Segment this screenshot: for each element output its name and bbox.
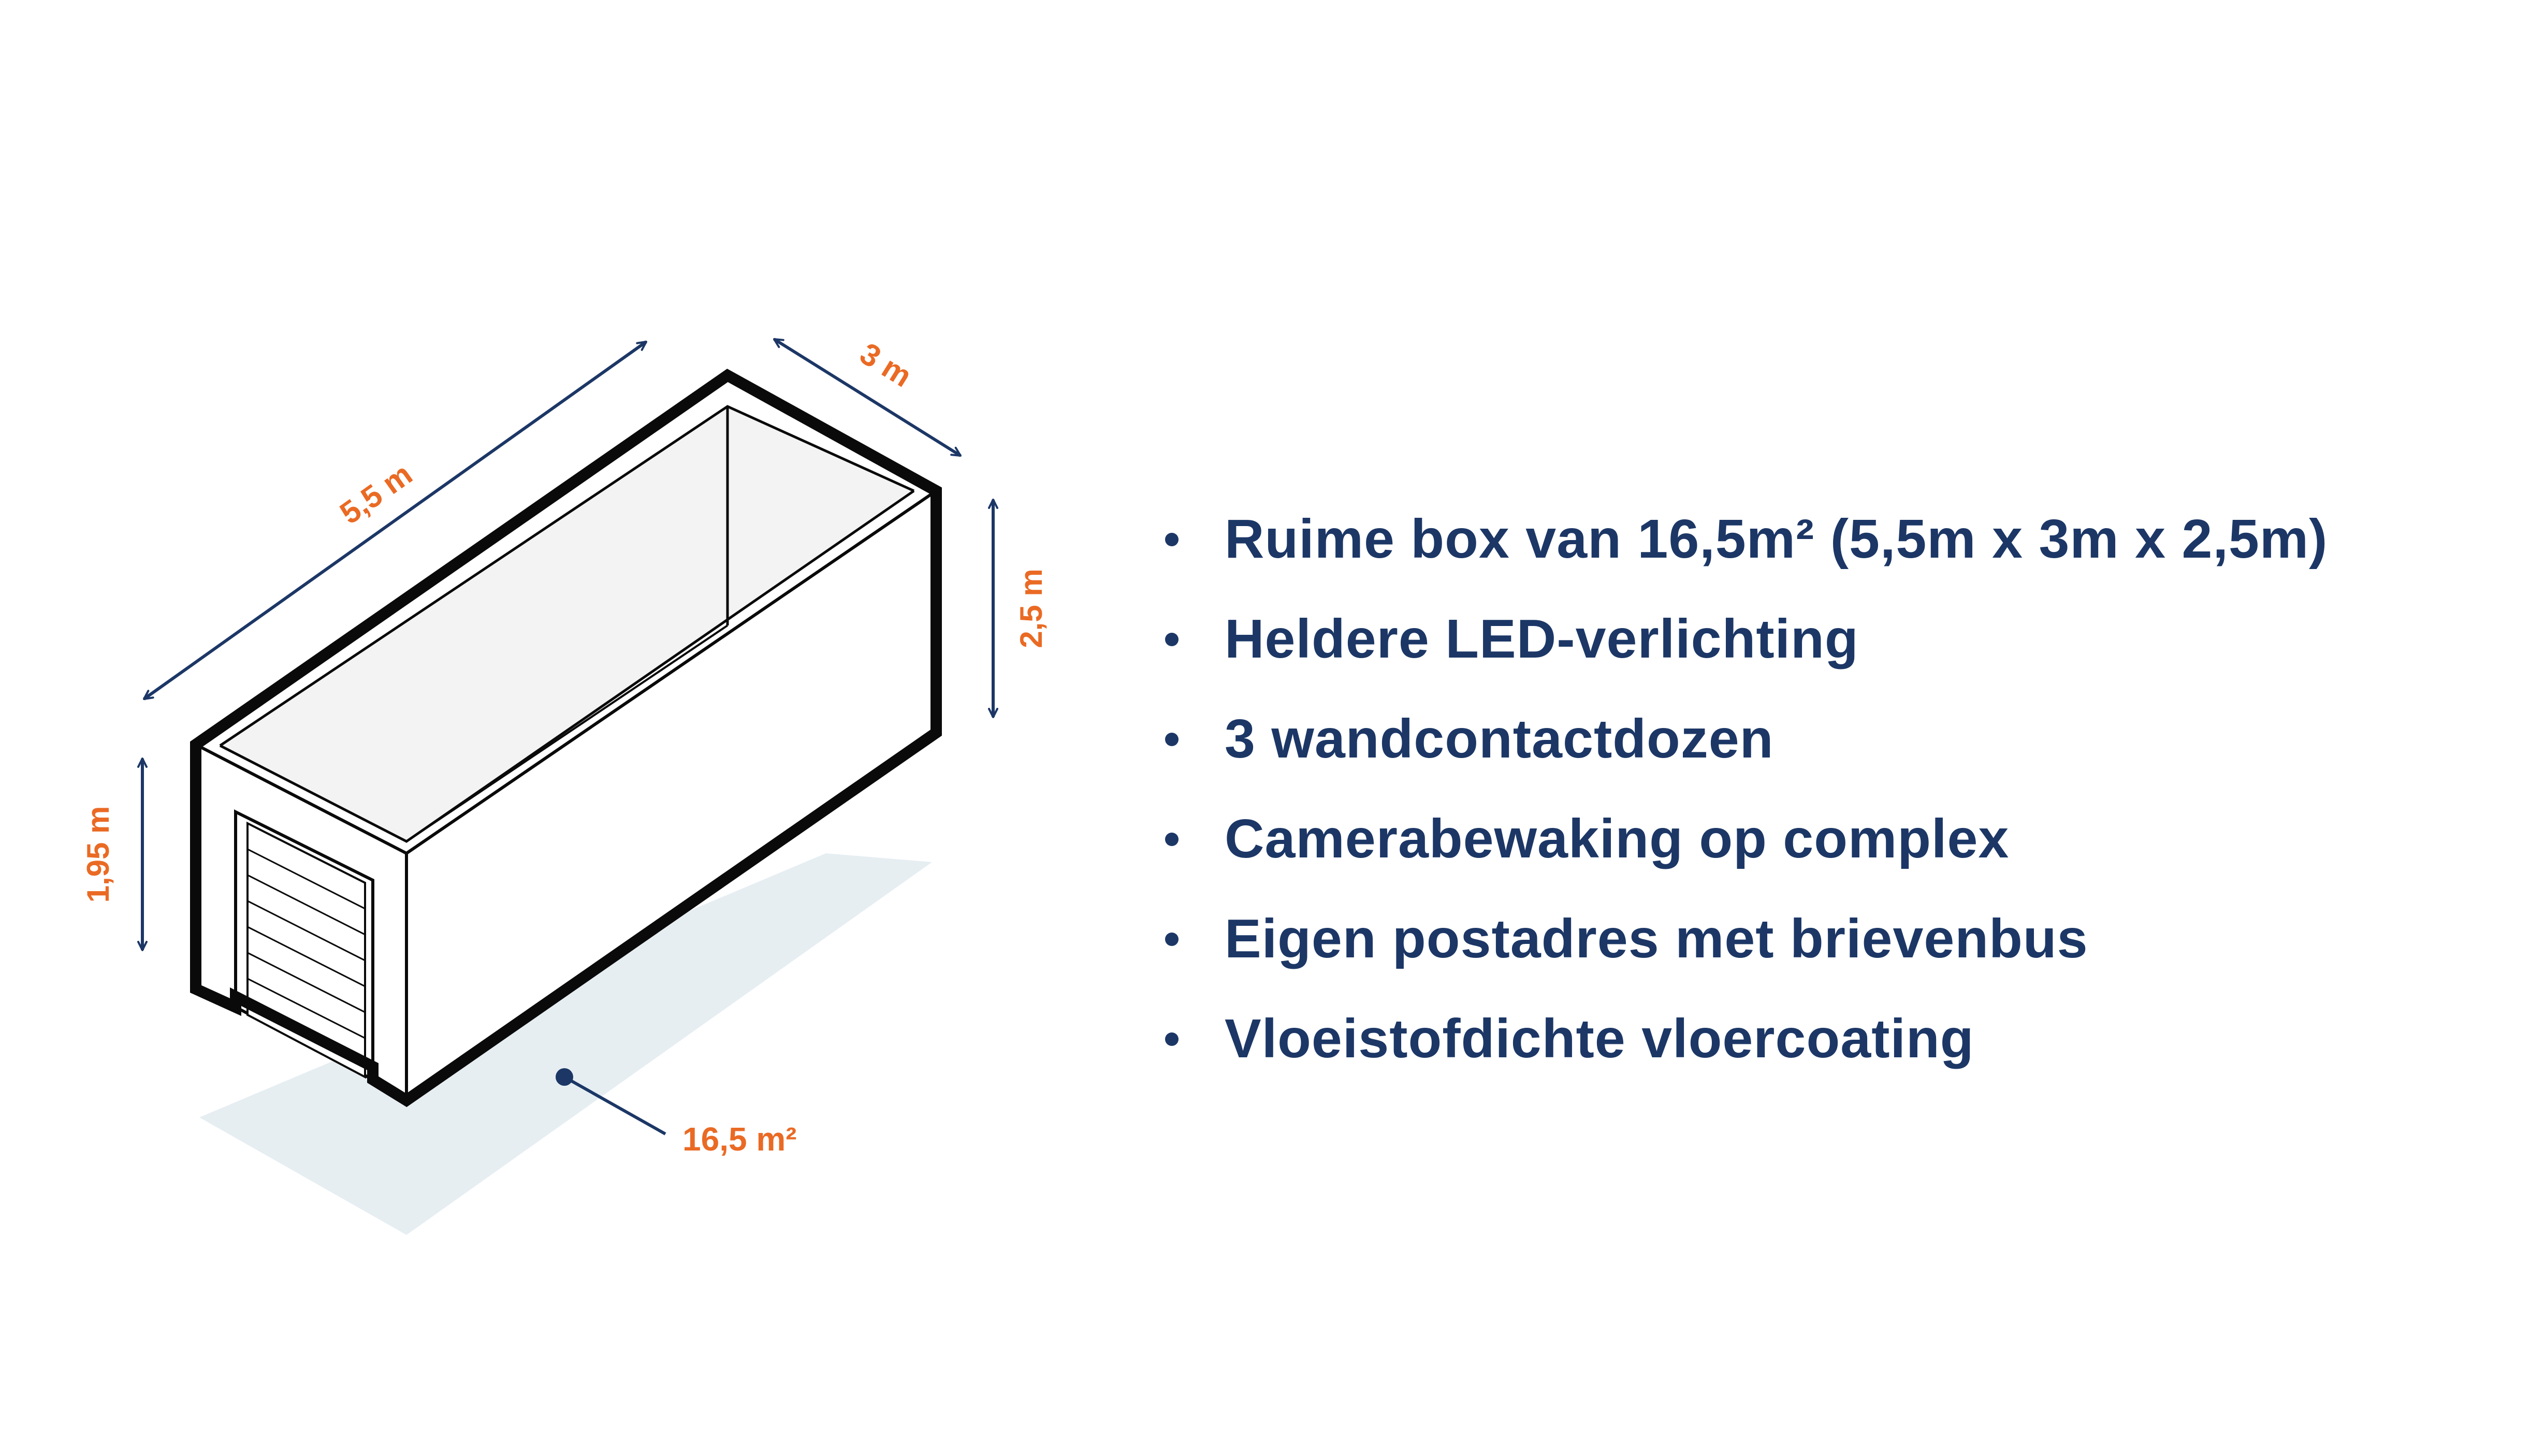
feature-text: Vloeistofdichte vloercoating <box>1225 1008 1974 1069</box>
double-arrow-icon <box>773 338 962 457</box>
bullet-dot-icon <box>1165 832 1179 846</box>
width-dimension: 3 m <box>773 336 962 457</box>
feature-text: Ruime box van 16,5m² (5,5m x 3m x 2,5m) <box>1225 508 2328 570</box>
area-label: 16,5 m² <box>682 1120 797 1158</box>
height-label: 2,5 m <box>1014 569 1049 648</box>
height-dimension: 2,5 m <box>988 499 1049 718</box>
feature-item: Heldere LED-verlichting <box>1165 589 2328 689</box>
door-height-dimension: 1,95 m <box>81 758 148 951</box>
storage-box <box>190 369 942 1108</box>
feature-item: Camerabewaking op complex <box>1165 789 2328 889</box>
bullet-dot-icon <box>1165 932 1179 946</box>
length-label: 5,5 m <box>333 457 418 531</box>
feature-item: 3 wandcontactdozen <box>1165 689 2328 789</box>
feature-text: Eigen postadres met brievenbus <box>1225 908 2088 969</box>
feature-item: Ruime box van 16,5m² (5,5m x 3m x 2,5m) <box>1165 489 2328 589</box>
bullet-dot-icon <box>1165 532 1179 546</box>
double-arrow-icon <box>143 340 647 701</box>
feature-text: Heldere LED-verlichting <box>1225 608 1859 669</box>
floor-shadow <box>199 853 932 1235</box>
box-side-wall <box>406 491 936 1100</box>
feature-list: Ruime box van 16,5m² (5,5m x 3m x 2,5m) … <box>1165 489 2328 1089</box>
door-height-label: 1,95 m <box>81 806 115 903</box>
bullet-dot-icon <box>1165 632 1179 646</box>
bullet-dot-icon <box>1165 732 1179 746</box>
feature-item: Vloeistofdichte vloercoating <box>1165 989 2328 1089</box>
width-label: 3 m <box>854 336 918 394</box>
feature-text: Camerabewaking op complex <box>1225 808 2010 869</box>
area-callout: 16,5 m² <box>556 1068 797 1158</box>
feature-item: Eigen postadres met brievenbus <box>1165 889 2328 989</box>
feature-text: 3 wandcontactdozen <box>1225 708 1774 769</box>
bullet-dot-icon <box>1165 1032 1179 1046</box>
